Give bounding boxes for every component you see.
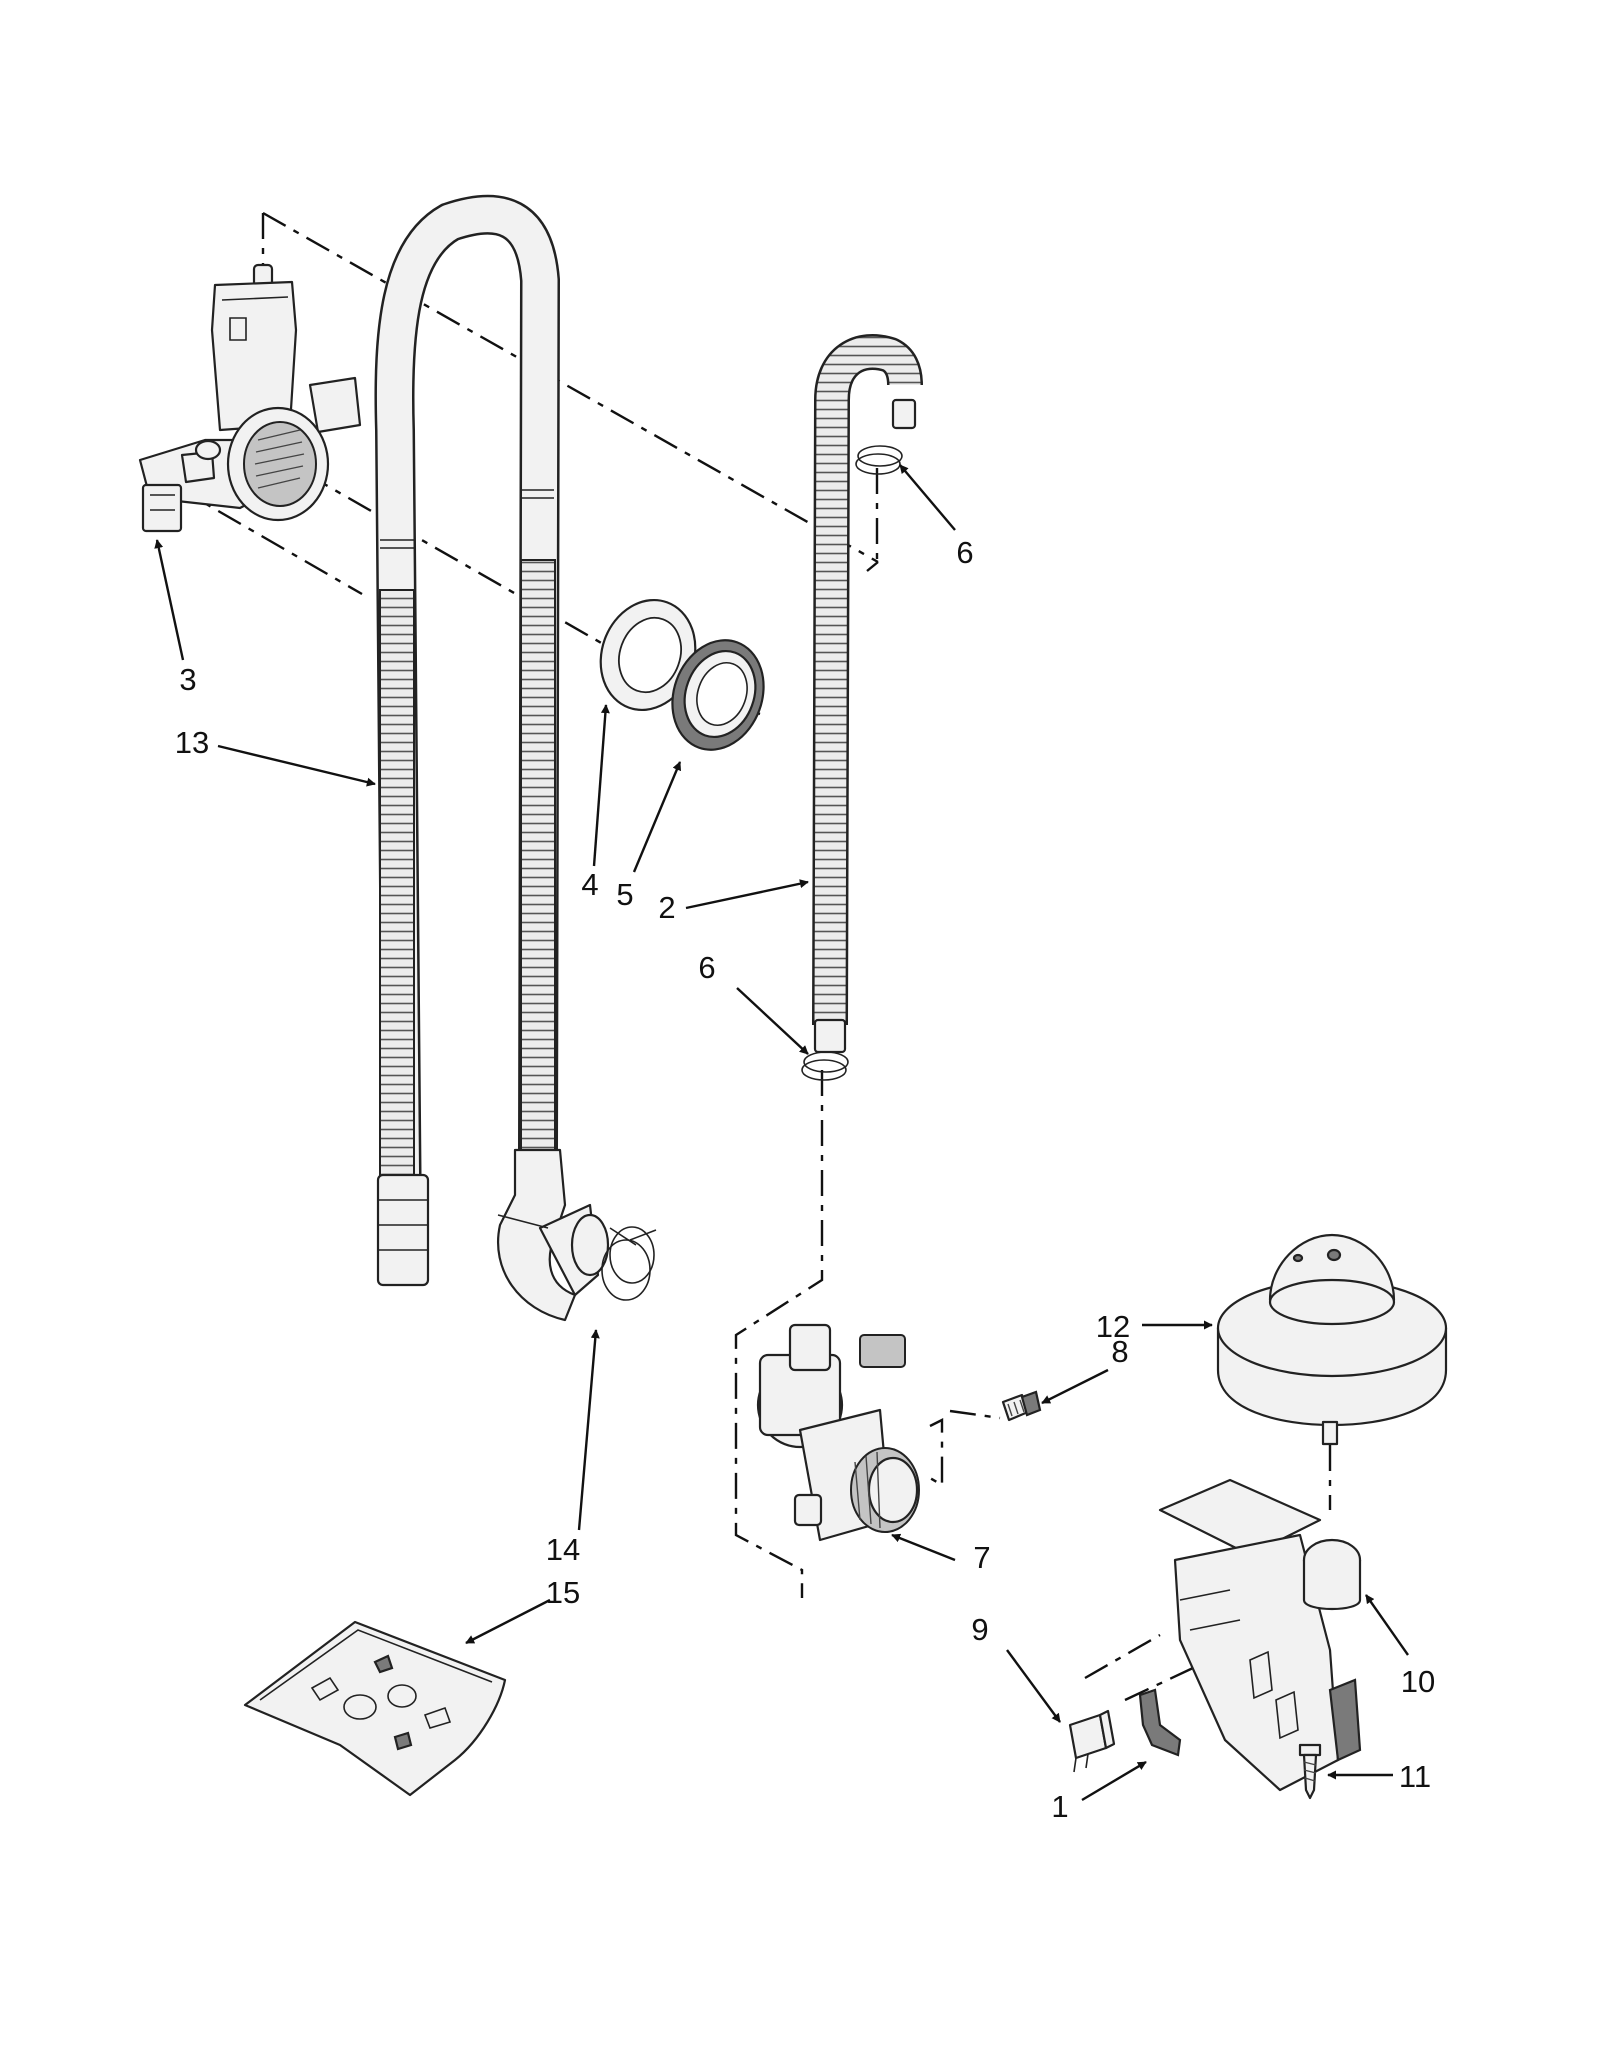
- callout-4: 4: [581, 867, 598, 902]
- part-10-bracket: [1158, 1478, 1362, 1792]
- leader-13: [217, 744, 376, 787]
- part-8-screw: [1001, 1390, 1042, 1422]
- assembly-lines: [174, 211, 1332, 1750]
- leader-10: [1365, 1594, 1409, 1656]
- callout-6a: 6: [956, 535, 973, 570]
- part-5-nut: [671, 639, 765, 751]
- callout-9: 9: [971, 1612, 988, 1647]
- callout-labels: 1 2 3 4 5 6 6 7 8 9 10 11 12 13 14 15: [175, 535, 1435, 1824]
- part-1-lever: [1138, 1688, 1182, 1757]
- callout-15: 15: [546, 1575, 580, 1610]
- callout-5: 5: [616, 877, 633, 912]
- callout-12: 12: [1096, 1309, 1130, 1344]
- part-15-kit: [243, 1620, 507, 1797]
- part-13-drain-hose: [374, 194, 610, 1322]
- leader-15: [465, 1598, 551, 1645]
- callout-7: 7: [973, 1540, 990, 1575]
- part-6-clamp-lower: [801, 1051, 849, 1081]
- callout-8: 8: [1111, 1334, 1128, 1369]
- leader-5: [632, 761, 682, 873]
- leader-3: [154, 539, 185, 661]
- callout-1: 1: [1051, 1789, 1068, 1824]
- leader-6a: [899, 464, 956, 531]
- part-9-switch: [1068, 1709, 1116, 1773]
- leader-9: [1006, 1649, 1061, 1723]
- leader-6b: [736, 987, 809, 1055]
- leader-2: [685, 879, 809, 910]
- part-3-vent: [138, 263, 362, 533]
- part-6-clamp-upper: [855, 445, 903, 475]
- part-2-fill-hose: [812, 334, 923, 1054]
- leader-4: [592, 704, 610, 867]
- part-14-hose-clamp: [601, 1226, 657, 1301]
- leader-8: [1041, 1368, 1109, 1405]
- part-12-float: [1216, 1233, 1448, 1446]
- part-11-screw: [1298, 1743, 1322, 1800]
- part-7-inlet-valve: [756, 1323, 920, 1542]
- callout-6b: 6: [698, 950, 715, 985]
- callout-2: 2: [658, 890, 675, 925]
- leader-7: [891, 1533, 956, 1562]
- callout-10: 10: [1401, 1664, 1435, 1699]
- callout-11: 11: [1399, 1759, 1431, 1794]
- callout-14: 14: [546, 1532, 580, 1567]
- leader-1: [1081, 1760, 1147, 1802]
- callout-3: 3: [179, 662, 196, 697]
- leader-arrows: [154, 464, 1409, 1802]
- part-4-gasket: [599, 598, 697, 712]
- callout-13: 13: [175, 725, 209, 760]
- leader-14: [577, 1329, 600, 1531]
